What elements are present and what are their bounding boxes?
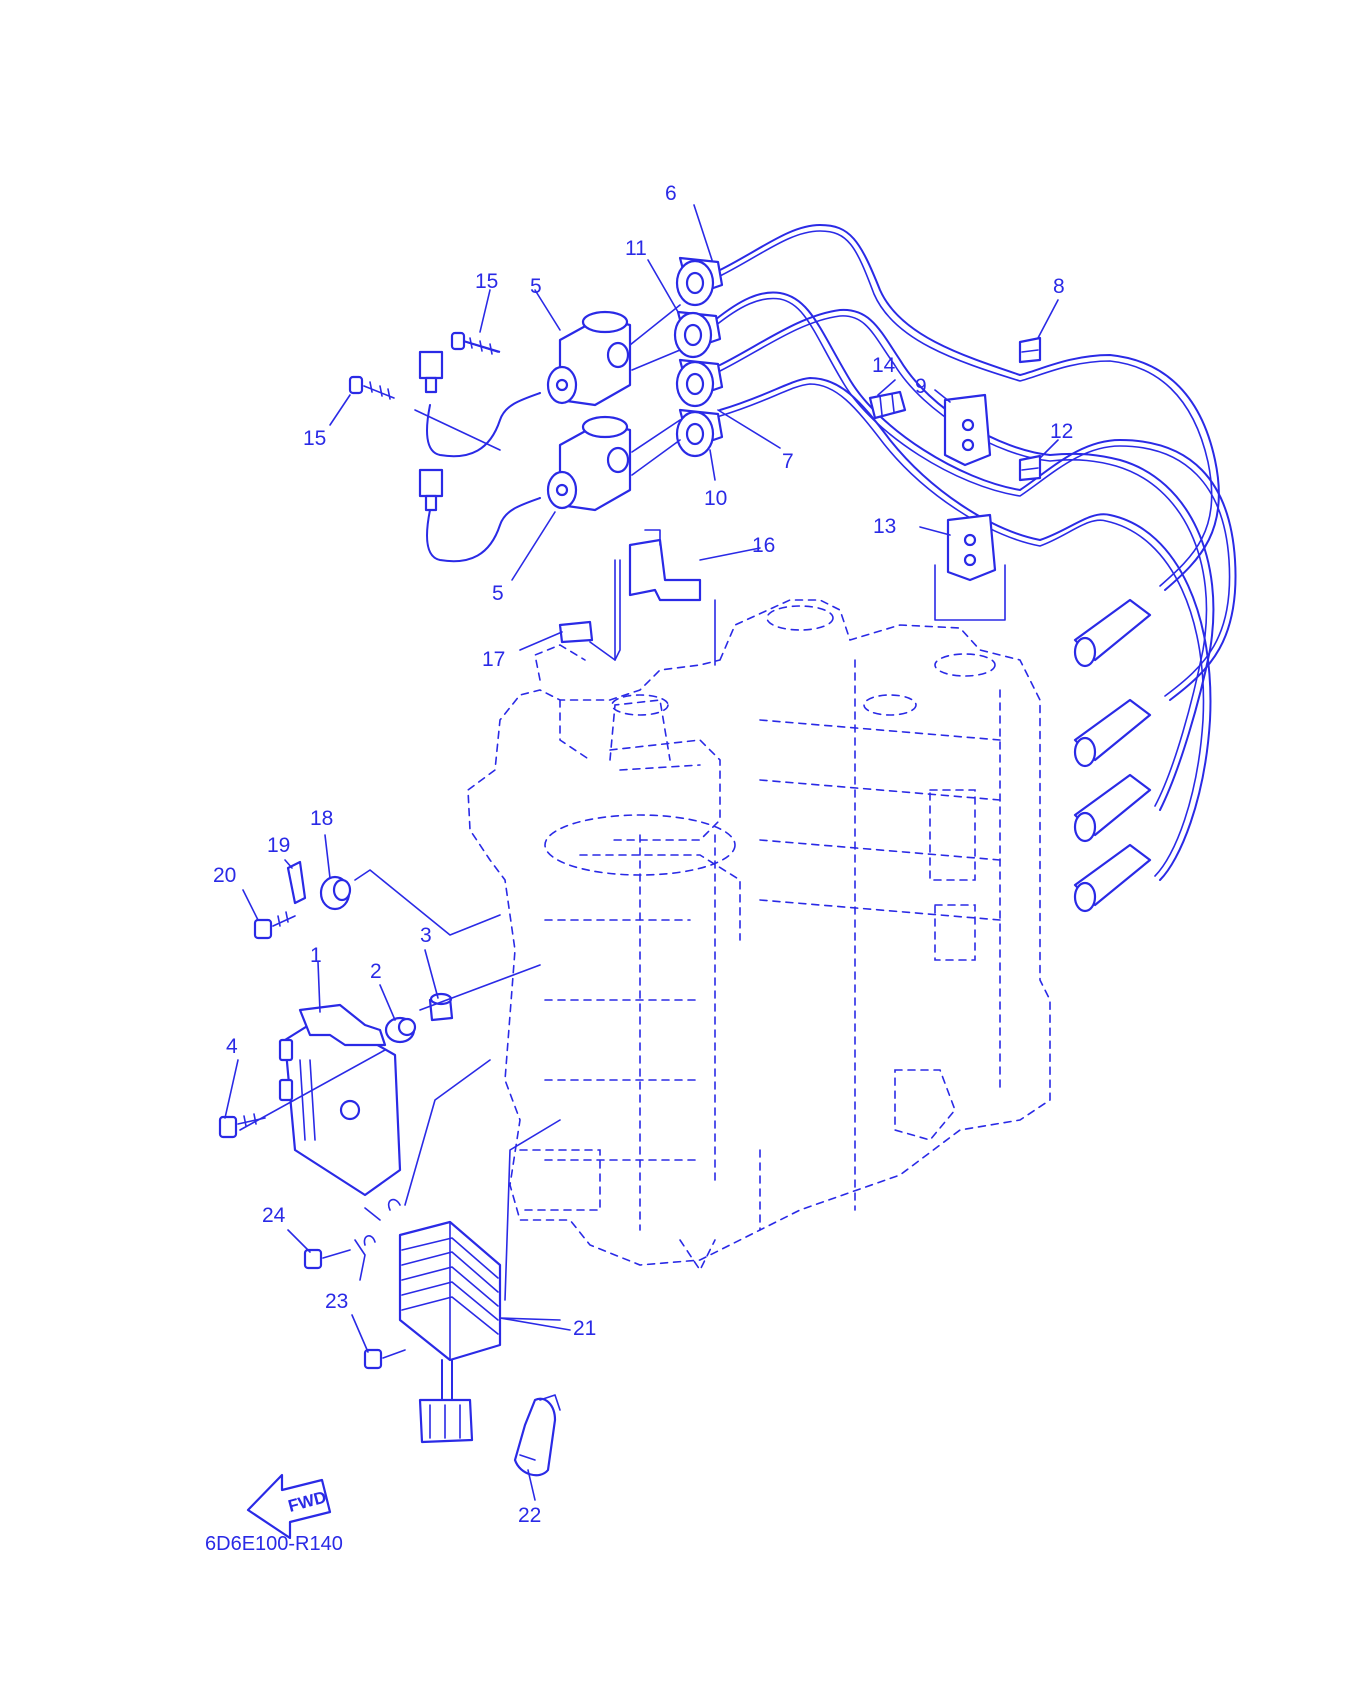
clamp-22 — [513, 1394, 561, 1477]
callout-17: 17 — [482, 648, 505, 671]
plate-19 — [286, 860, 307, 905]
bolt-24 — [303, 1248, 351, 1270]
fwd-arrow: FWD — [246, 1473, 332, 1540]
callout-15-lower: 15 — [303, 427, 326, 450]
callout-10: 10 — [704, 487, 727, 510]
clamp-12 — [1018, 454, 1042, 482]
callout-24: 24 — [262, 1204, 286, 1227]
callout-21: 21 — [573, 1317, 596, 1340]
engine-block — [467, 599, 1051, 1272]
callout-13: 13 — [873, 515, 896, 538]
bolt-15-lower — [348, 375, 395, 400]
callout-22: 22 — [518, 1504, 541, 1527]
holder-16 — [614, 529, 716, 666]
plug-cap-10 — [675, 408, 724, 458]
bracket-9 — [943, 393, 992, 467]
drawing-code: 6D6E100-R140 — [205, 1533, 343, 1555]
clamp-8 — [1018, 336, 1042, 364]
plug-cap-7 — [675, 358, 724, 408]
callout-11: 11 — [625, 237, 647, 260]
clip-17 — [558, 620, 594, 644]
clamp-14 — [868, 390, 907, 420]
plug-cap-11 — [673, 310, 722, 359]
callout-15-upper: 15 — [475, 270, 498, 293]
bolt-4 — [218, 1113, 266, 1139]
callout-12: 12 — [1050, 420, 1073, 443]
callout-19: 19 — [267, 834, 290, 857]
callout-18: 18 — [310, 807, 333, 830]
collar-3 — [428, 992, 454, 1022]
grommet-18 — [319, 875, 352, 911]
leader-lines — [224, 204, 1059, 1501]
callout-14: 14 — [872, 354, 896, 377]
bolt-20 — [253, 911, 296, 940]
callout-5-lower: 5 — [492, 582, 504, 605]
callout-9: 9 — [915, 375, 927, 398]
rectifier-regulator — [398, 1220, 502, 1444]
ignition-coil-lower — [546, 415, 632, 512]
bolt-23 — [363, 1348, 406, 1370]
bolt-15-upper — [450, 331, 501, 355]
callout-3: 3 — [420, 924, 432, 947]
callout-labels: 6 11 8 15 5 14 9 12 15 7 10 13 16 5 17 1… — [213, 182, 1073, 1527]
callout-20: 20 — [213, 864, 236, 887]
callout-7: 7 — [782, 450, 794, 473]
plug-cap-6 — [675, 256, 724, 307]
callout-2: 2 — [370, 960, 382, 983]
callout-16: 16 — [752, 534, 775, 557]
bracket-13 — [934, 513, 1006, 621]
callout-1: 1 — [310, 944, 322, 967]
callout-6: 6 — [665, 182, 677, 205]
cdi-unit — [278, 1003, 402, 1197]
callout-8: 8 — [1053, 275, 1065, 298]
spark-plug-boots — [1073, 598, 1152, 913]
spark-plug-leads — [714, 224, 1237, 881]
callout-5-upper: 5 — [530, 275, 542, 298]
ignition-coil-upper — [546, 310, 632, 407]
callout-23: 23 — [325, 1290, 348, 1313]
callout-4: 4 — [226, 1035, 238, 1058]
grommet-2 — [384, 1016, 417, 1044]
